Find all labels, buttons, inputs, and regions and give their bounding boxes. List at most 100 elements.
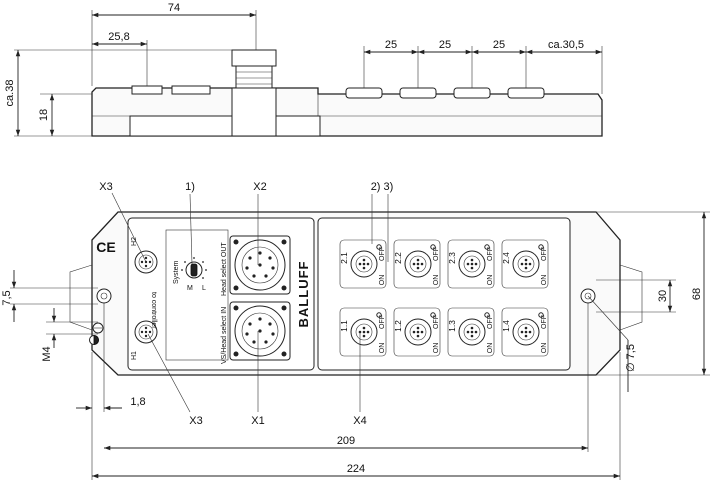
dim-height-total: ca.38 xyxy=(4,80,16,107)
port-frame xyxy=(447,307,495,357)
socket-pin xyxy=(470,258,474,262)
m12-socket-inner xyxy=(409,255,427,273)
led-indicator xyxy=(430,244,436,250)
socket-pin xyxy=(470,334,474,338)
on-label: ON xyxy=(541,343,548,354)
dim-height-body: 18 xyxy=(38,109,50,121)
dim-top-width: 74 xyxy=(168,2,180,14)
m12-socket-inner xyxy=(517,323,535,341)
socket-pin xyxy=(520,262,524,266)
callout-x3-bottom: X3 xyxy=(189,415,202,427)
port-label: 1.4 xyxy=(501,320,511,332)
label-rotary-l: L xyxy=(202,285,206,292)
port-label: 2.2 xyxy=(393,252,403,264)
off-label: OFF xyxy=(487,247,494,261)
dim-pitch-3: 25 xyxy=(493,39,505,51)
label-rotary-m: M xyxy=(187,285,193,292)
off-label: OFF xyxy=(433,315,440,329)
on-label: ON xyxy=(487,343,494,354)
dim-offset: 25,8 xyxy=(108,31,129,43)
dim-edge-offset: 1,8 xyxy=(130,396,145,408)
socket-pin xyxy=(524,258,528,262)
label-head-select-out: Head select OUT xyxy=(221,242,228,296)
socket-pin xyxy=(362,262,366,266)
callout-ref-1: 1) xyxy=(185,181,195,193)
port-label: 1.3 xyxy=(447,320,457,332)
callout-x4: X4 xyxy=(353,415,366,427)
callout-x1: X1 xyxy=(251,415,264,427)
rotary-switch xyxy=(181,257,207,279)
side-connector-rotary xyxy=(171,85,211,95)
socket-pin xyxy=(524,330,528,334)
led-indicator xyxy=(376,312,382,318)
led-indicator xyxy=(538,244,544,250)
port-frame xyxy=(339,239,387,289)
callout-x2: X2 xyxy=(253,181,266,193)
socket-pin xyxy=(362,326,366,330)
label-h1: H1 xyxy=(131,351,138,360)
socket-pin xyxy=(416,326,420,330)
label-h2: H2 xyxy=(131,237,138,246)
m12-socket-inner xyxy=(517,255,535,273)
side-connector-x3 xyxy=(131,85,163,95)
port-frame xyxy=(393,239,441,289)
socket-pin xyxy=(420,262,424,266)
side-view: 74 25,8 25 25 25 ca.30,5 ca.38 18 xyxy=(4,2,603,137)
off-label: OFF xyxy=(541,315,548,329)
socket-pin xyxy=(416,258,420,262)
port-frame xyxy=(501,307,549,357)
led-indicator xyxy=(484,244,490,250)
on-label: ON xyxy=(379,275,386,286)
callout-ref-2-3: 2) 3) xyxy=(371,181,394,193)
socket-pin xyxy=(416,262,420,266)
dim-pitch-2: 25 xyxy=(439,39,451,51)
socket-pin xyxy=(362,330,366,334)
socket-pin xyxy=(362,266,366,270)
port-label: 2.1 xyxy=(339,252,349,264)
socket-pin xyxy=(416,330,420,334)
m12-socket-inner xyxy=(409,323,427,341)
socket-pin xyxy=(524,266,528,270)
port-frame xyxy=(447,239,495,289)
label-to-controller: to controller xyxy=(150,292,157,329)
socket-pin xyxy=(466,330,470,334)
socket-pin xyxy=(524,262,528,266)
socket-pin xyxy=(366,262,370,266)
port-label: 2.4 xyxy=(501,252,511,264)
dim-overall-length: 224 xyxy=(347,463,365,475)
port-frame xyxy=(501,239,549,289)
socket-pin xyxy=(416,266,420,270)
off-label: OFF xyxy=(541,247,548,261)
socket-pin xyxy=(528,262,532,266)
on-label: ON xyxy=(541,275,548,286)
on-label: ON xyxy=(433,275,440,286)
socket-pin xyxy=(470,330,474,334)
off-label: OFF xyxy=(379,315,386,329)
socket-pin xyxy=(416,334,420,338)
socket-pin xyxy=(524,334,528,338)
socket-pin xyxy=(412,262,416,266)
port-frame xyxy=(393,307,441,357)
side-connector-x2 xyxy=(231,49,277,137)
io-port: 1.4 OFF ON xyxy=(501,307,549,357)
io-port: 2.4 OFF ON xyxy=(501,239,549,289)
on-label: ON xyxy=(379,343,386,354)
socket-pin xyxy=(412,330,416,334)
dim-overall-width: 68 xyxy=(691,288,703,300)
brand-logo: BALLUFF xyxy=(296,261,311,328)
socket-pin xyxy=(474,330,478,334)
label-head-select-in: VS/Head select IN xyxy=(221,307,228,364)
socket-pin xyxy=(420,330,424,334)
ground-screw xyxy=(89,322,104,345)
on-label: ON xyxy=(433,343,440,354)
socket-pin xyxy=(528,330,532,334)
dim-approx-end: ca.30,5 xyxy=(548,39,584,51)
dim-row-spacing: 30 xyxy=(657,290,669,302)
socket-pin xyxy=(358,262,362,266)
